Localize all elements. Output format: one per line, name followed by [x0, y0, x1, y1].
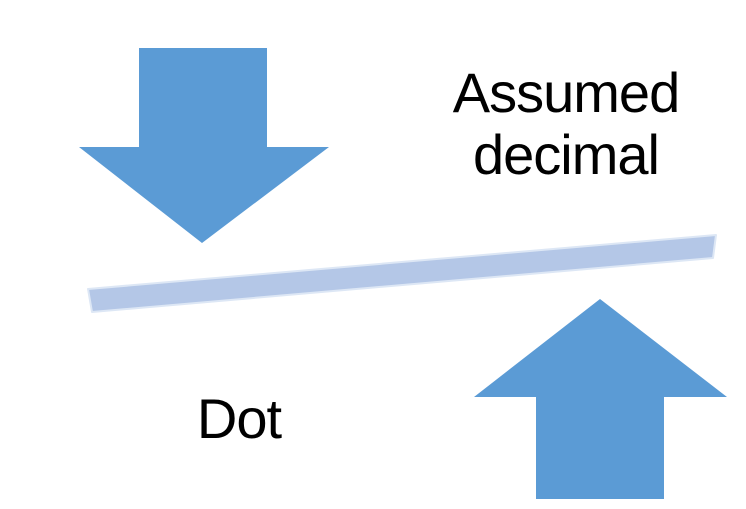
label-assumed-decimal: Assumed decimal: [416, 62, 716, 186]
beam-shape: [87, 234, 717, 313]
down-arrow-icon: [79, 48, 329, 243]
label-dot: Dot: [196, 387, 282, 450]
up-arrow-icon: [474, 299, 727, 499]
label-assumed-line1: Assumed: [452, 61, 680, 124]
label-assumed-line2: decimal: [473, 123, 660, 186]
